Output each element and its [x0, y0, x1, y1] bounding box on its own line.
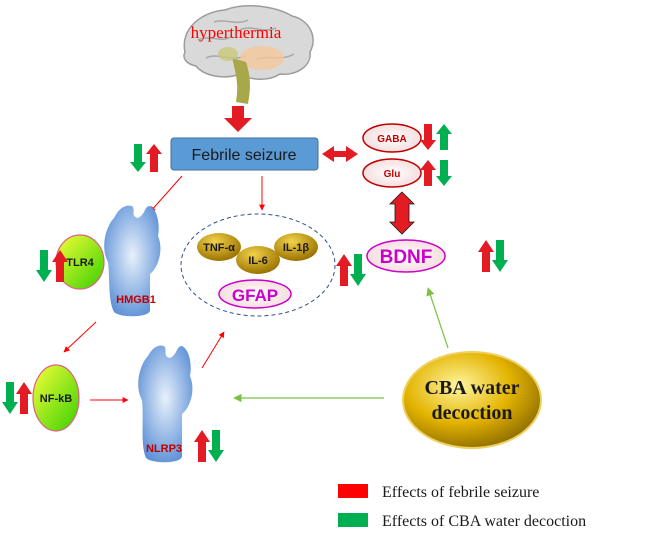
- febrile-seizure-box: Febrile seizure: [170, 137, 319, 171]
- tlr4-label: TLR4: [66, 257, 94, 269]
- nlrp3-receptor: NLRP3: [138, 345, 193, 463]
- tlr4-to-nfkb-arrow: [63, 321, 97, 353]
- legend-swatch-febrile: [338, 484, 368, 498]
- legend-label-cba: Effects of CBA water decoction: [382, 513, 586, 530]
- febrile-to-tlr4-arrow: [149, 175, 183, 213]
- tlr4-receptor: TLR4 HMGB1: [55, 205, 161, 317]
- nlrp3-trend-icon: [194, 430, 224, 462]
- glu-node: Glu: [362, 158, 422, 188]
- nfkb-label: NF-kB: [40, 393, 72, 405]
- cytokine-cluster: TNF-α IL-6 IL-1β GFAP: [180, 213, 336, 317]
- bdnf-node: BDNF: [366, 239, 446, 273]
- febrile-seizure-trend-icon: [130, 144, 162, 172]
- legend: Effects of febrile seizure Effects of CB…: [338, 484, 586, 530]
- legend-swatch-cba: [338, 513, 368, 527]
- tlr4-trend-icon: [36, 250, 68, 282]
- hyperthermia-label: hyperthermia: [191, 23, 282, 42]
- nfkb-node: NF-kB: [32, 364, 80, 432]
- febrile-seizure-label: Febrile seizure: [192, 147, 297, 164]
- cba-to-bdnf-arrow: [426, 287, 449, 349]
- cytokine-trend-icon: [336, 254, 366, 286]
- brain-illustration: hyperthermia: [183, 5, 314, 104]
- glu-label: Glu: [384, 169, 401, 180]
- tnf-alpha-label: TNF-α: [203, 242, 235, 254]
- gaba-trend-icon: [420, 124, 452, 150]
- nlrp3-label: NLRP3: [146, 443, 182, 455]
- nfkb-trend-icon: [2, 382, 32, 414]
- legend-label-febrile: Effects of febrile seizure: [382, 484, 539, 501]
- gfap-label: GFAP: [232, 286, 278, 305]
- febrile-gaba-double-arrow: [322, 146, 358, 162]
- glu-bdnf-double-arrow: [389, 191, 415, 235]
- nlrp3-to-cytokines-arrow: [201, 331, 225, 369]
- hyperthermia-arrow: [224, 106, 252, 132]
- glu-trend-icon: [420, 160, 452, 186]
- gaba-label: GABA: [377, 134, 406, 145]
- cba-label-line2: decoction: [431, 402, 512, 424]
- hmgb1-label: HMGB1: [116, 294, 156, 306]
- il1b-label: IL-1β: [283, 242, 310, 254]
- cba-label-line1: CBA water: [425, 377, 520, 399]
- bdnf-trend-icon: [478, 240, 508, 272]
- il6-label: IL-6: [248, 255, 268, 267]
- gaba-node: GABA: [362, 123, 422, 153]
- bdnf-label: BDNF: [380, 247, 433, 268]
- cba-water-decoction-node: CBA water decoction: [402, 351, 542, 449]
